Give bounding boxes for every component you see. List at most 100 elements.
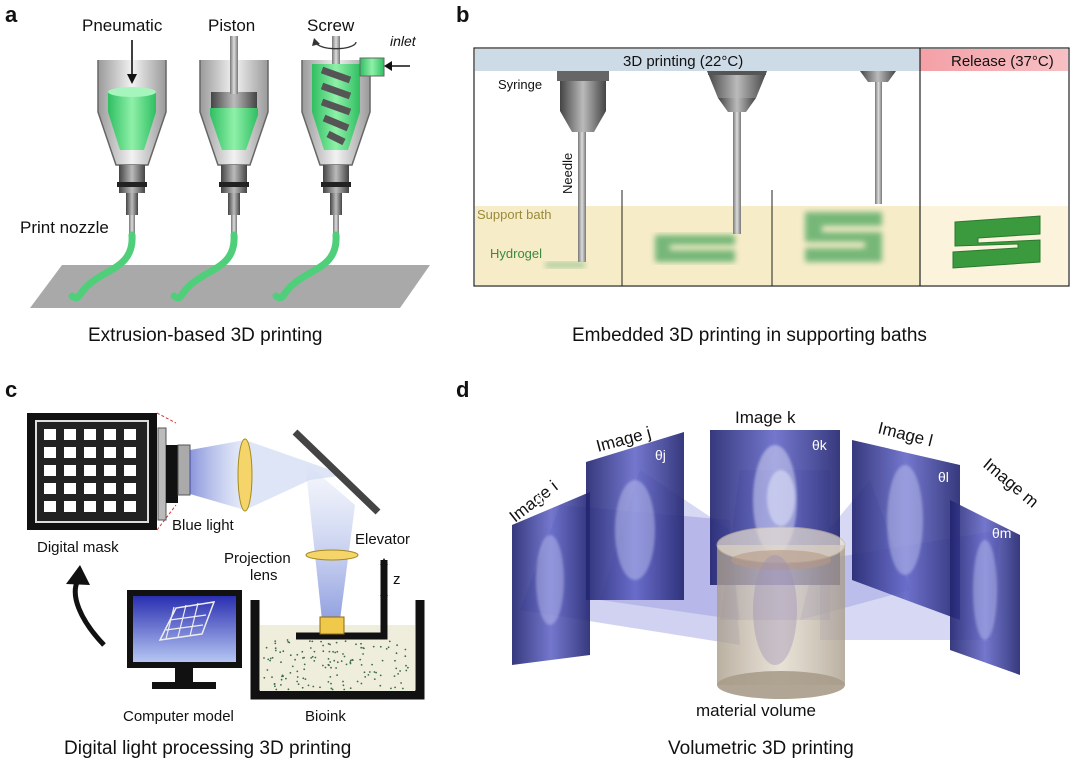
mask-pixel — [64, 465, 76, 476]
bioink-cell — [334, 651, 337, 654]
panel-b-letter: b — [456, 2, 469, 27]
bioink-cell — [263, 676, 266, 679]
mask-pixel — [44, 483, 56, 494]
release-header — [920, 49, 1068, 71]
mask-pixel — [84, 483, 96, 494]
bioink-cell — [349, 661, 352, 663]
bioink-cell — [349, 687, 352, 690]
panel-a: a — [5, 2, 430, 346]
bioink-cell — [267, 658, 270, 661]
bioink-cell — [289, 654, 292, 657]
bioink-cell — [395, 667, 398, 670]
screen-model-icon — [158, 601, 216, 641]
bioink-cell — [394, 686, 396, 689]
bioink-cell — [291, 665, 294, 668]
bioink-cell — [312, 685, 315, 688]
bioink-cell — [363, 647, 365, 650]
bioink-vat — [250, 600, 425, 700]
bioink-cell — [385, 648, 388, 650]
panel-a-letter: a — [5, 2, 18, 27]
bioink-cell — [388, 640, 391, 643]
blue-light-source — [166, 445, 178, 503]
bioink-cell — [280, 678, 283, 681]
projection-lens — [305, 549, 359, 561]
bioink-cell — [327, 681, 330, 683]
bioink-cell — [332, 650, 334, 653]
bioink-cell — [368, 671, 371, 673]
bioink-cell — [351, 658, 354, 661]
bioink-cell — [314, 656, 317, 659]
computer-model-label: Computer model — [123, 708, 234, 725]
bioink-cell — [282, 650, 285, 653]
bioink-cell — [274, 640, 277, 642]
focus-lens — [237, 438, 253, 512]
bioink-cell — [349, 662, 352, 665]
mask-pixel — [104, 429, 116, 440]
mask-pixel — [104, 465, 116, 476]
bioink-cell — [296, 680, 299, 683]
bioink-cell — [327, 658, 330, 660]
bioink-cell — [320, 640, 322, 643]
bioink-cell — [345, 663, 348, 666]
bioink-cell — [375, 671, 377, 674]
bioink-cell — [303, 656, 305, 659]
bioink-cell — [327, 663, 330, 666]
mask-pixel — [124, 465, 136, 476]
bioink-cell — [297, 683, 300, 686]
bioink-cell — [394, 659, 396, 662]
mask-pixel — [64, 429, 76, 440]
bioink-cell — [307, 684, 310, 687]
print-platform — [30, 265, 430, 308]
mask-pixel — [84, 447, 96, 458]
bioink-cell — [363, 671, 366, 674]
bioink-cell — [333, 659, 336, 662]
mask-pixel — [84, 501, 96, 512]
bioink-cell — [324, 666, 327, 669]
bioink-cell — [329, 661, 332, 663]
bioink-cell — [349, 659, 352, 662]
lens-label: lens — [250, 567, 278, 584]
bioink-cell — [393, 675, 396, 677]
bioink-cell — [319, 686, 321, 689]
inlet-label: inlet — [390, 33, 417, 49]
bioink-cell — [404, 648, 407, 651]
bioink-cell — [263, 657, 265, 659]
bioink-cell — [310, 657, 313, 659]
mask-pixel — [124, 501, 136, 512]
light-beam — [190, 440, 245, 510]
printing-temp-label: 3D printing (22°C) — [623, 53, 743, 70]
panel-b: b — [456, 2, 1070, 346]
bioink-cell — [362, 653, 364, 655]
theta-l-label: θl — [938, 469, 949, 485]
bioink-cell — [279, 651, 282, 654]
printed-s-bath — [805, 212, 882, 262]
bioink-cell — [301, 686, 304, 689]
panel-c-letter: c — [5, 377, 17, 402]
bioink-cell — [356, 680, 359, 683]
bioink-cell — [381, 659, 384, 662]
bioink-cell — [344, 640, 347, 643]
bioink-cell — [355, 643, 357, 646]
bioink-cell — [404, 655, 407, 658]
bioink-cell — [285, 677, 287, 680]
bioink-cell — [342, 653, 344, 655]
bioink-cell — [387, 646, 390, 649]
bioink-cell — [399, 670, 401, 672]
panel-d: d Image i Image j I — [456, 377, 1042, 759]
printed-line — [545, 262, 585, 268]
print-nozzle-label: Print nozzle — [20, 218, 109, 237]
bioink-cell — [327, 642, 330, 645]
theta-i-label: θi — [535, 492, 546, 508]
mask-pixel — [64, 483, 76, 494]
bioink-cell — [373, 671, 376, 673]
mask-pixel — [124, 447, 136, 458]
bioink-cell — [329, 676, 332, 678]
bioink-cell — [322, 664, 324, 667]
mask-pixel — [124, 483, 136, 494]
bioink-cell — [281, 674, 284, 677]
panel-d-letter: d — [456, 377, 469, 402]
bioink-cell — [379, 674, 382, 677]
bioink-cell — [367, 674, 370, 676]
bioink-cell — [304, 678, 307, 680]
